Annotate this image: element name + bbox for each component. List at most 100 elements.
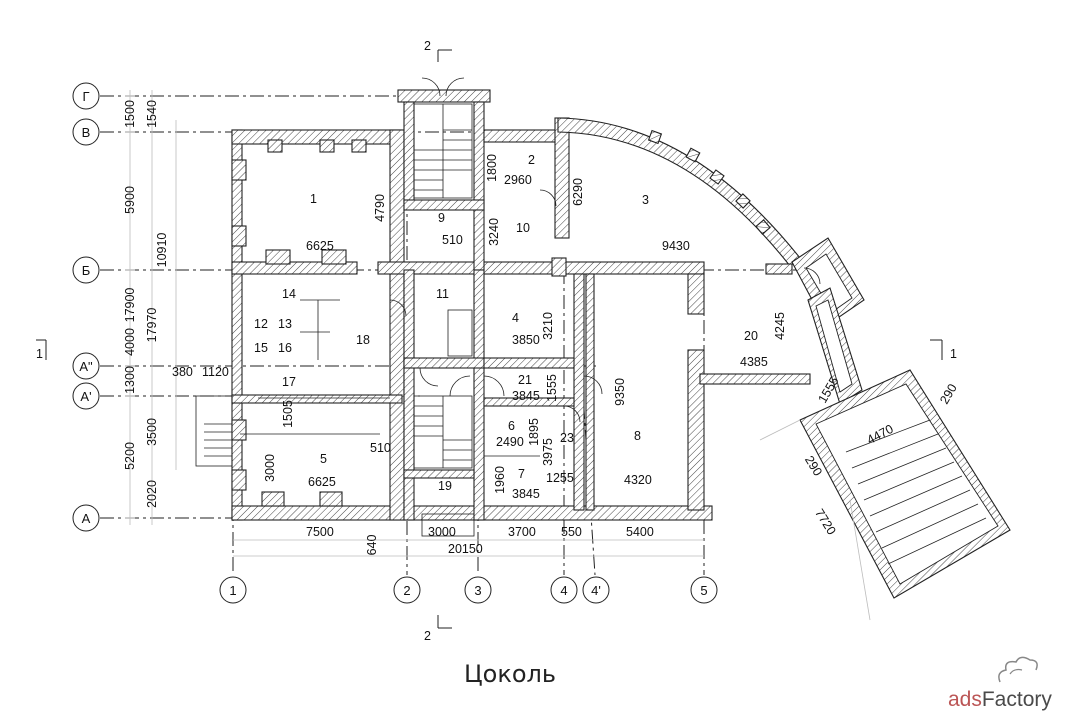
dim-3000: 3000 [428, 525, 456, 539]
axis-label-b: Б [82, 263, 91, 278]
room-4-dim-b: 3210 [541, 312, 555, 340]
watermark-ads: ads [948, 688, 982, 711]
dim-1120: 1120 [202, 365, 229, 379]
dim-4000: 4000 [123, 328, 137, 356]
room-9-dim-b: 3240 [487, 218, 501, 246]
room-3-dim-a: 6290 [571, 178, 585, 206]
axis-label-5: 5 [700, 583, 707, 598]
row-axis-markers: Г В Б А" А' А [72, 82, 100, 532]
dim-17900: 17900 [123, 288, 137, 323]
room-10-number: 10 [516, 221, 530, 235]
room-8-number: 8 [634, 429, 641, 443]
axis-marker-a2 [72, 352, 100, 380]
smoke-logo-icon [998, 656, 1038, 683]
room-16-number: 16 [278, 341, 292, 355]
room-8-dim-b: 9350 [613, 378, 627, 406]
plan-caption: Цоколь [464, 660, 556, 688]
room-7-dim-b: 1960 [493, 466, 507, 494]
axis-label-a1: А' [80, 389, 91, 404]
room-2-number: 2 [528, 153, 535, 167]
dim-5200: 5200 [123, 442, 137, 470]
axis-marker-4-prime [582, 576, 610, 604]
room-20-number: 20 [744, 329, 758, 343]
axis-marker-4 [550, 576, 578, 604]
dim-5400: 5400 [626, 525, 654, 539]
axis-label-4-prime: 4' [591, 583, 601, 598]
room-6-dim-b: 1895 [527, 418, 541, 446]
room-5-dim-c: 510 [370, 441, 391, 455]
axis-label-v: В [82, 125, 91, 140]
axis-marker-a [72, 504, 100, 532]
axis-label-g: Г [82, 89, 89, 104]
room-23-number: 23 [560, 431, 574, 445]
dim-annex-7720: 7720 [812, 506, 839, 537]
dim-3700: 3700 [508, 525, 536, 539]
room-7-dim-d: 1255 [546, 471, 574, 485]
room-2-dim-b: 2960 [504, 173, 532, 187]
room-9-dim-a: 510 [442, 233, 463, 247]
room-13-number: 13 [278, 317, 292, 331]
door-swings [240, 77, 821, 457]
axis-marker-3 [464, 576, 492, 604]
dim-17970: 17970 [145, 308, 159, 343]
room-3-number: 3 [642, 193, 649, 207]
bottom-dimensions: 7500 640 3000 3700 550 5400 20150 [306, 525, 654, 556]
left-dimension-lines [125, 90, 704, 557]
axis-label-a: А [82, 511, 91, 526]
section-mark-left: 1 [36, 347, 43, 361]
room-7-dim-a: 3845 [512, 487, 540, 501]
room-4-dim-a: 3850 [512, 333, 540, 347]
room-17-number: 17 [282, 375, 296, 389]
room-20-dim-a: 4385 [740, 355, 768, 369]
axis-marker-5 [690, 576, 718, 604]
room-3-dim-b: 9430 [662, 239, 690, 253]
stairs [195, 103, 475, 537]
room-7-dim-c: 3975 [541, 438, 555, 466]
room-21-number: 21 [518, 373, 532, 387]
section-marks: 1 1 2 2 [36, 39, 957, 643]
dim-5900: 5900 [123, 186, 137, 214]
dim-2020: 2020 [145, 480, 159, 508]
ramp-treads [845, 419, 987, 565]
room-15-number: 15 [254, 341, 268, 355]
room-labels: 1 6625 4790 2 1800 2960 3 6290 9430 4 38… [254, 153, 787, 501]
dim-3500: 3500 [145, 418, 159, 446]
axis-label-3: 3 [474, 583, 481, 598]
room-6-dim-a: 2490 [496, 435, 524, 449]
axis-label-2: 2 [403, 583, 410, 598]
room-21-dim-b: 1555 [545, 374, 559, 402]
room-19-number: 19 [438, 479, 452, 493]
section-mark-top: 2 [424, 39, 431, 53]
room-5-number: 5 [320, 452, 327, 466]
room-6-number: 6 [508, 419, 515, 433]
axis-marker-1 [219, 576, 247, 604]
dim-1300: 1300 [123, 366, 137, 394]
dim-380: 380 [172, 365, 193, 379]
axis-label-4: 4 [560, 583, 567, 598]
axis-marker-2 [393, 576, 421, 604]
dim-550: 550 [561, 525, 582, 539]
room-17-dim-a: 1505 [281, 400, 295, 428]
axis-marker-a1 [72, 382, 100, 410]
dim-7500: 7500 [306, 525, 334, 539]
room-5-dim-depth: 3000 [263, 454, 277, 482]
building-walls [231, 89, 811, 521]
axis-label-1: 1 [229, 583, 236, 598]
room-7-number: 7 [518, 467, 525, 481]
dim-640: 640 [365, 535, 379, 556]
room-9-number: 9 [438, 211, 445, 225]
section-mark-right: 1 [950, 347, 957, 361]
axis-marker-g [72, 82, 100, 110]
room-18-number: 18 [356, 333, 370, 347]
axis-marker-v [72, 118, 100, 146]
watermark: adsFactory [948, 656, 1074, 716]
room-4-number: 4 [512, 311, 519, 325]
left-dimensions: 1500 1540 5900 10910 17900 4000 17970 13… [123, 100, 229, 508]
room-5-dim-width: 6625 [308, 475, 336, 489]
axis-marker-b [72, 256, 100, 284]
dim-1540: 1540 [145, 100, 159, 128]
room-1-dim-depth: 4790 [373, 194, 387, 222]
room-1-number: 1 [310, 192, 317, 206]
watermark-text: adsFactory [948, 688, 1052, 712]
room-11-number: 11 [436, 287, 449, 301]
